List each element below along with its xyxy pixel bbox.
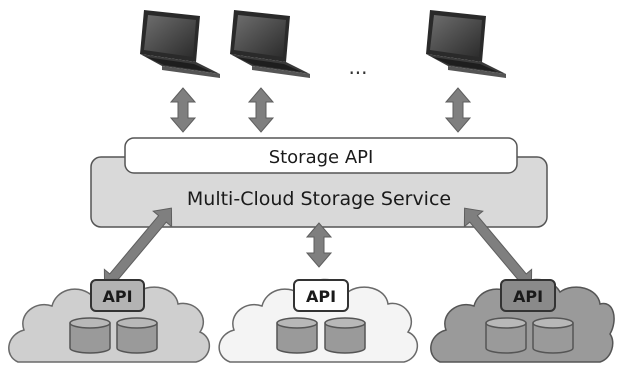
service-label: Multi-Cloud Storage Service [187, 188, 451, 210]
cloud-2: API [218, 278, 418, 363]
database-icon [276, 317, 318, 354]
laptop-icon [140, 10, 220, 78]
double-arrow-icon [445, 87, 471, 133]
api-badge [293, 279, 349, 312]
api-label: API [513, 287, 543, 306]
cloud-1: API [8, 278, 210, 363]
cloud-3: API [430, 278, 615, 363]
database-icon [485, 317, 527, 354]
database-icon [116, 317, 158, 354]
api-badge [90, 279, 145, 312]
laptop-icon [230, 10, 310, 78]
database-icon [532, 317, 574, 354]
api-label: API [102, 287, 132, 306]
double-arrow-icon [306, 222, 332, 268]
double-arrow-icon [170, 87, 196, 133]
database-icon [69, 317, 111, 354]
storage-api-box [124, 137, 518, 174]
double-arrow-icon [248, 87, 274, 133]
api-badge [500, 279, 556, 312]
laptop-icon [426, 10, 506, 78]
ellipsis-label: ... [348, 55, 367, 79]
api-label: API [306, 287, 336, 306]
database-icon [324, 317, 366, 354]
storage-api-label: Storage API [269, 147, 374, 168]
